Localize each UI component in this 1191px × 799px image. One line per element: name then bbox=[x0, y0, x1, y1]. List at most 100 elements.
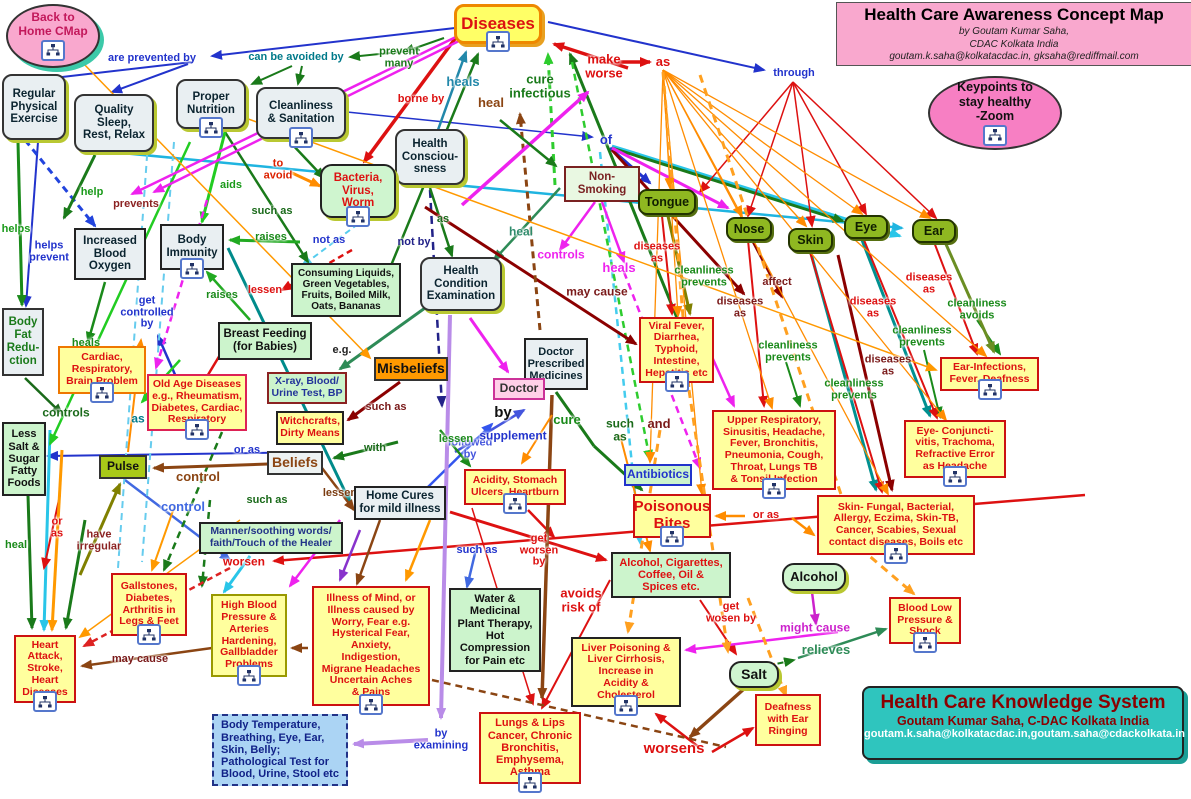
node-quality-sleep[interactable]: Quality Sleep, Rest, Relax bbox=[74, 94, 154, 152]
link-label: diseases as bbox=[849, 295, 897, 319]
node-eye[interactable]: Eye bbox=[844, 215, 888, 239]
cmap-link-icon[interactable] bbox=[41, 39, 65, 61]
node-witchcrafts[interactable]: Witchcrafts, Dirty Means bbox=[276, 411, 344, 445]
title-byline: by Goutam Kumar Saha, bbox=[958, 26, 1070, 37]
edge bbox=[809, 251, 884, 494]
node-regular-physical-exercise[interactable]: Regular Physical Exercise bbox=[2, 74, 66, 140]
cmap-link-icon[interactable] bbox=[762, 478, 786, 499]
node-consuming-liquids[interactable]: Consuming Liquids, Green Vegetables, Fru… bbox=[291, 263, 401, 317]
cmap-link-icon[interactable] bbox=[660, 526, 684, 547]
node-poisonous-bites[interactable]: Poisonous Bites bbox=[633, 494, 711, 547]
cmap-link-icon[interactable] bbox=[199, 117, 223, 138]
edge bbox=[332, 440, 399, 461]
edge bbox=[141, 141, 175, 563]
node-salt[interactable]: Salt bbox=[729, 661, 779, 688]
node-heart-attack[interactable]: Heart Attack, Stroke, Heart Diseases bbox=[14, 635, 76, 712]
edge bbox=[152, 462, 269, 473]
cmap-link-icon[interactable] bbox=[137, 624, 161, 645]
node-ear-infections[interactable]: Ear-Infections, Fever, Deafness bbox=[940, 357, 1039, 400]
cmap-link-icon[interactable] bbox=[237, 665, 261, 686]
edge bbox=[747, 239, 769, 408]
cmap-link-icon[interactable] bbox=[943, 466, 967, 487]
edge bbox=[537, 394, 554, 700]
cmap-link-icon[interactable] bbox=[913, 632, 937, 653]
node-misbeliefs[interactable]: Misbeliefs bbox=[374, 357, 448, 381]
node-alcohol-cigarettes[interactable]: Alcohol, Cigarettes, Coffee, Oil & Spice… bbox=[611, 552, 731, 598]
cmap-link-icon[interactable] bbox=[664, 371, 689, 392]
node-health-condition-examination[interactable]: Health Condition Examination bbox=[420, 257, 502, 311]
edge bbox=[662, 69, 889, 496]
node-lungs-lips-cancer[interactable]: Lungs & Lips Cancer, Chronic Bronchitis,… bbox=[479, 712, 581, 793]
link-label: are prevented by bbox=[107, 52, 197, 65]
node-bacteria-virus-worm[interactable]: Bacteria, Virus, Worm bbox=[320, 164, 396, 227]
cmap-link-icon[interactable] bbox=[185, 419, 209, 440]
back-home-button[interactable]: Back to Home CMap bbox=[6, 4, 100, 68]
node-label: Non- Smoking bbox=[577, 171, 627, 196]
edge bbox=[346, 380, 401, 422]
keypoints-button[interactable]: Keypoints to stay healthy -Zoom bbox=[928, 76, 1062, 150]
node-upper-respiratory[interactable]: Upper Respiratory, Sinusitis, Headache, … bbox=[712, 410, 836, 499]
link-label: e.g. bbox=[332, 344, 352, 357]
edge bbox=[688, 686, 747, 739]
node-label: Misbeliefs bbox=[377, 360, 445, 377]
node-proper-nutrition[interactable]: Proper Nutrition bbox=[176, 79, 246, 138]
node-ear[interactable]: Ear bbox=[912, 219, 956, 243]
cmap-link-icon[interactable] bbox=[884, 543, 908, 564]
node-water-medicinal[interactable]: Water & Medicinal Plant Therapy, Hot Com… bbox=[449, 588, 541, 672]
node-doctor[interactable]: Doctor bbox=[493, 378, 545, 400]
link-label: cleanliness prevents bbox=[892, 324, 952, 348]
edge bbox=[785, 361, 802, 408]
cmap-link-icon[interactable] bbox=[359, 694, 383, 715]
node-body-immunity[interactable]: Body Immunity bbox=[160, 224, 224, 279]
link-label: as bbox=[655, 54, 671, 70]
node-diseases[interactable]: Diseases bbox=[454, 4, 542, 52]
node-illness-of-mind[interactable]: Illness of Mind, or Illness caused by Wo… bbox=[312, 586, 430, 715]
cmap-link-icon[interactable] bbox=[289, 127, 313, 148]
node-alcohol[interactable]: Alcohol bbox=[782, 563, 846, 591]
link-label: such as bbox=[605, 416, 635, 443]
cmap-link-icon[interactable] bbox=[503, 493, 527, 514]
node-xray-blood-urine[interactable]: X-ray, Blood/ Urine Test, BP bbox=[267, 372, 347, 404]
node-less-salt[interactable]: Less Salt & Sugar Fatty Foods bbox=[2, 422, 46, 496]
cmap-link-icon[interactable] bbox=[518, 772, 542, 793]
node-body-temperature[interactable]: Body Temperature, Breathing, Eye, Ear, S… bbox=[212, 714, 348, 786]
node-gallstones[interactable]: Gallstones, Diabetes, Arthritis in Legs … bbox=[111, 573, 187, 645]
cmap-link-icon[interactable] bbox=[180, 258, 204, 279]
node-liver-poisoning[interactable]: Liver Poisoning & Liver Cirrhosis, Incre… bbox=[571, 637, 681, 716]
node-home-cures[interactable]: Home Cures for mild illness bbox=[354, 486, 446, 520]
node-nose[interactable]: Nose bbox=[726, 217, 772, 241]
edge bbox=[199, 131, 227, 224]
node-blood-low-pressure[interactable]: Blood Low Pressure & Shock bbox=[889, 597, 961, 653]
node-label: Ear bbox=[923, 224, 945, 238]
node-increased-blood-oxygen[interactable]: Increased Blood Oxygen bbox=[74, 228, 146, 280]
node-old-age-diseases[interactable]: Old Age Diseases e.g., Rheumatism, Diabe… bbox=[147, 374, 247, 440]
node-non-smoking[interactable]: Non- Smoking bbox=[564, 166, 640, 202]
link-label: controls bbox=[42, 405, 90, 420]
node-acidity-ulcers[interactable]: Acidity, Stomach Ulcers, Heartburn bbox=[464, 469, 566, 514]
cmap-link-icon[interactable] bbox=[977, 379, 1002, 400]
cmap-link-icon[interactable] bbox=[614, 695, 638, 716]
node-eye-conjunctivitis[interactable]: Eye- Conjuncti- vitis, Trachoma, Refract… bbox=[904, 420, 1006, 487]
node-pulse[interactable]: Pulse bbox=[99, 455, 147, 479]
node-skin-fungal[interactable]: Skin- Fungal, Bacterial, Allergy, Eczima… bbox=[817, 495, 975, 564]
cmap-link-icon[interactable] bbox=[346, 206, 370, 227]
node-antibiotics[interactable]: Antibiotics bbox=[624, 464, 692, 486]
cmap-link-icon[interactable] bbox=[33, 691, 57, 712]
node-cardiac-respiratory-brain[interactable]: Cardiac, Respiratory, Brain Problem bbox=[58, 346, 146, 403]
node-beliefs[interactable]: Beliefs bbox=[267, 451, 323, 475]
cmap-link-icon[interactable] bbox=[90, 382, 114, 403]
cmap-link-icon[interactable] bbox=[983, 124, 1007, 146]
node-cleanliness-sanitation[interactable]: Cleanliness & Sanitation bbox=[256, 87, 346, 148]
node-health-consciousness[interactable]: Health Consciou- sness bbox=[395, 129, 465, 185]
node-label: Illness of Mind, or Illness caused by Wo… bbox=[321, 592, 421, 699]
node-deafness-ear-ringing[interactable]: Deafness with Ear Ringing bbox=[755, 694, 821, 746]
edge bbox=[543, 52, 557, 186]
node-tongue[interactable]: Tongue bbox=[638, 189, 696, 215]
node-skin[interactable]: Skin bbox=[788, 228, 833, 252]
node-viral-fever[interactable]: Viral Fever, Diarrhea, Typhoid, Intestin… bbox=[639, 317, 714, 392]
node-high-blood-pressure[interactable]: High Blood Pressure & Arteries Hardening… bbox=[211, 594, 287, 686]
cmap-link-icon[interactable] bbox=[486, 31, 510, 52]
node-breast-feeding[interactable]: Breast Feeding (for Babies) bbox=[218, 322, 312, 360]
node-manner-soothing[interactable]: Manner/soothing words/ faith/Touch of th… bbox=[199, 522, 343, 554]
node-body-fat-reduction[interactable]: Body Fat Redu- ction bbox=[2, 308, 44, 376]
